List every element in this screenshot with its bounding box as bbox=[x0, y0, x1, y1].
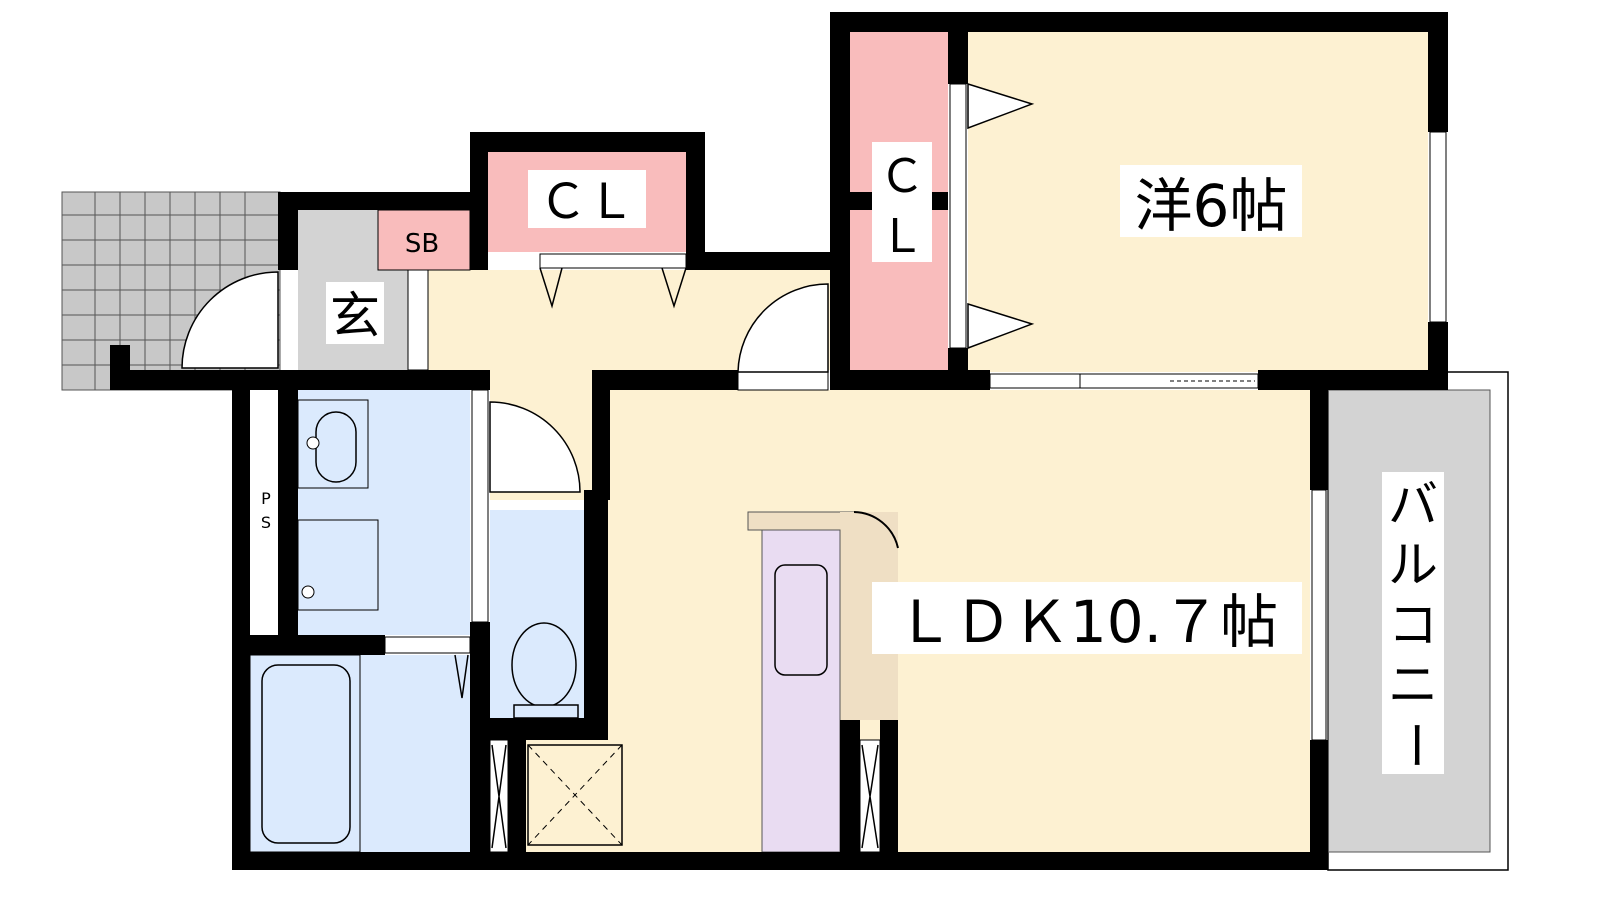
storage-floor bbox=[510, 740, 608, 852]
toilet-floor bbox=[490, 510, 586, 718]
closet-side-label-l: Ｌ bbox=[879, 209, 925, 263]
closet-side-label-c: Ｃ bbox=[879, 149, 925, 203]
western-room-label: 洋6帖 bbox=[1135, 172, 1288, 240]
balcony-char: コ bbox=[1388, 596, 1438, 654]
balcony-char: ー bbox=[1386, 720, 1444, 770]
shoebox-label: SB bbox=[405, 229, 439, 259]
balcony-label: バ ル コ ニ ー bbox=[1386, 476, 1444, 770]
ps-label-s: S bbox=[261, 513, 271, 532]
washroom-floor bbox=[298, 390, 470, 635]
door-swings bbox=[181, 82, 1035, 849]
balcony-char: ニ bbox=[1388, 656, 1438, 714]
ldk-label: ＬＤＫ10.７帖 bbox=[896, 588, 1278, 656]
ps-floor bbox=[250, 390, 278, 635]
washbasin bbox=[297, 399, 369, 489]
balcony-char: バ bbox=[1388, 476, 1438, 534]
entrance-label: 玄 bbox=[330, 287, 380, 345]
shoebox-floor bbox=[377, 209, 471, 271]
walls bbox=[110, 12, 1448, 870]
balcony-char: ル bbox=[1388, 536, 1438, 594]
storage-x bbox=[527, 744, 623, 846]
kitchen-counter bbox=[747, 511, 899, 853]
ps-label-p: P bbox=[261, 489, 271, 508]
closet-top-label: ＣＬ bbox=[539, 174, 635, 230]
